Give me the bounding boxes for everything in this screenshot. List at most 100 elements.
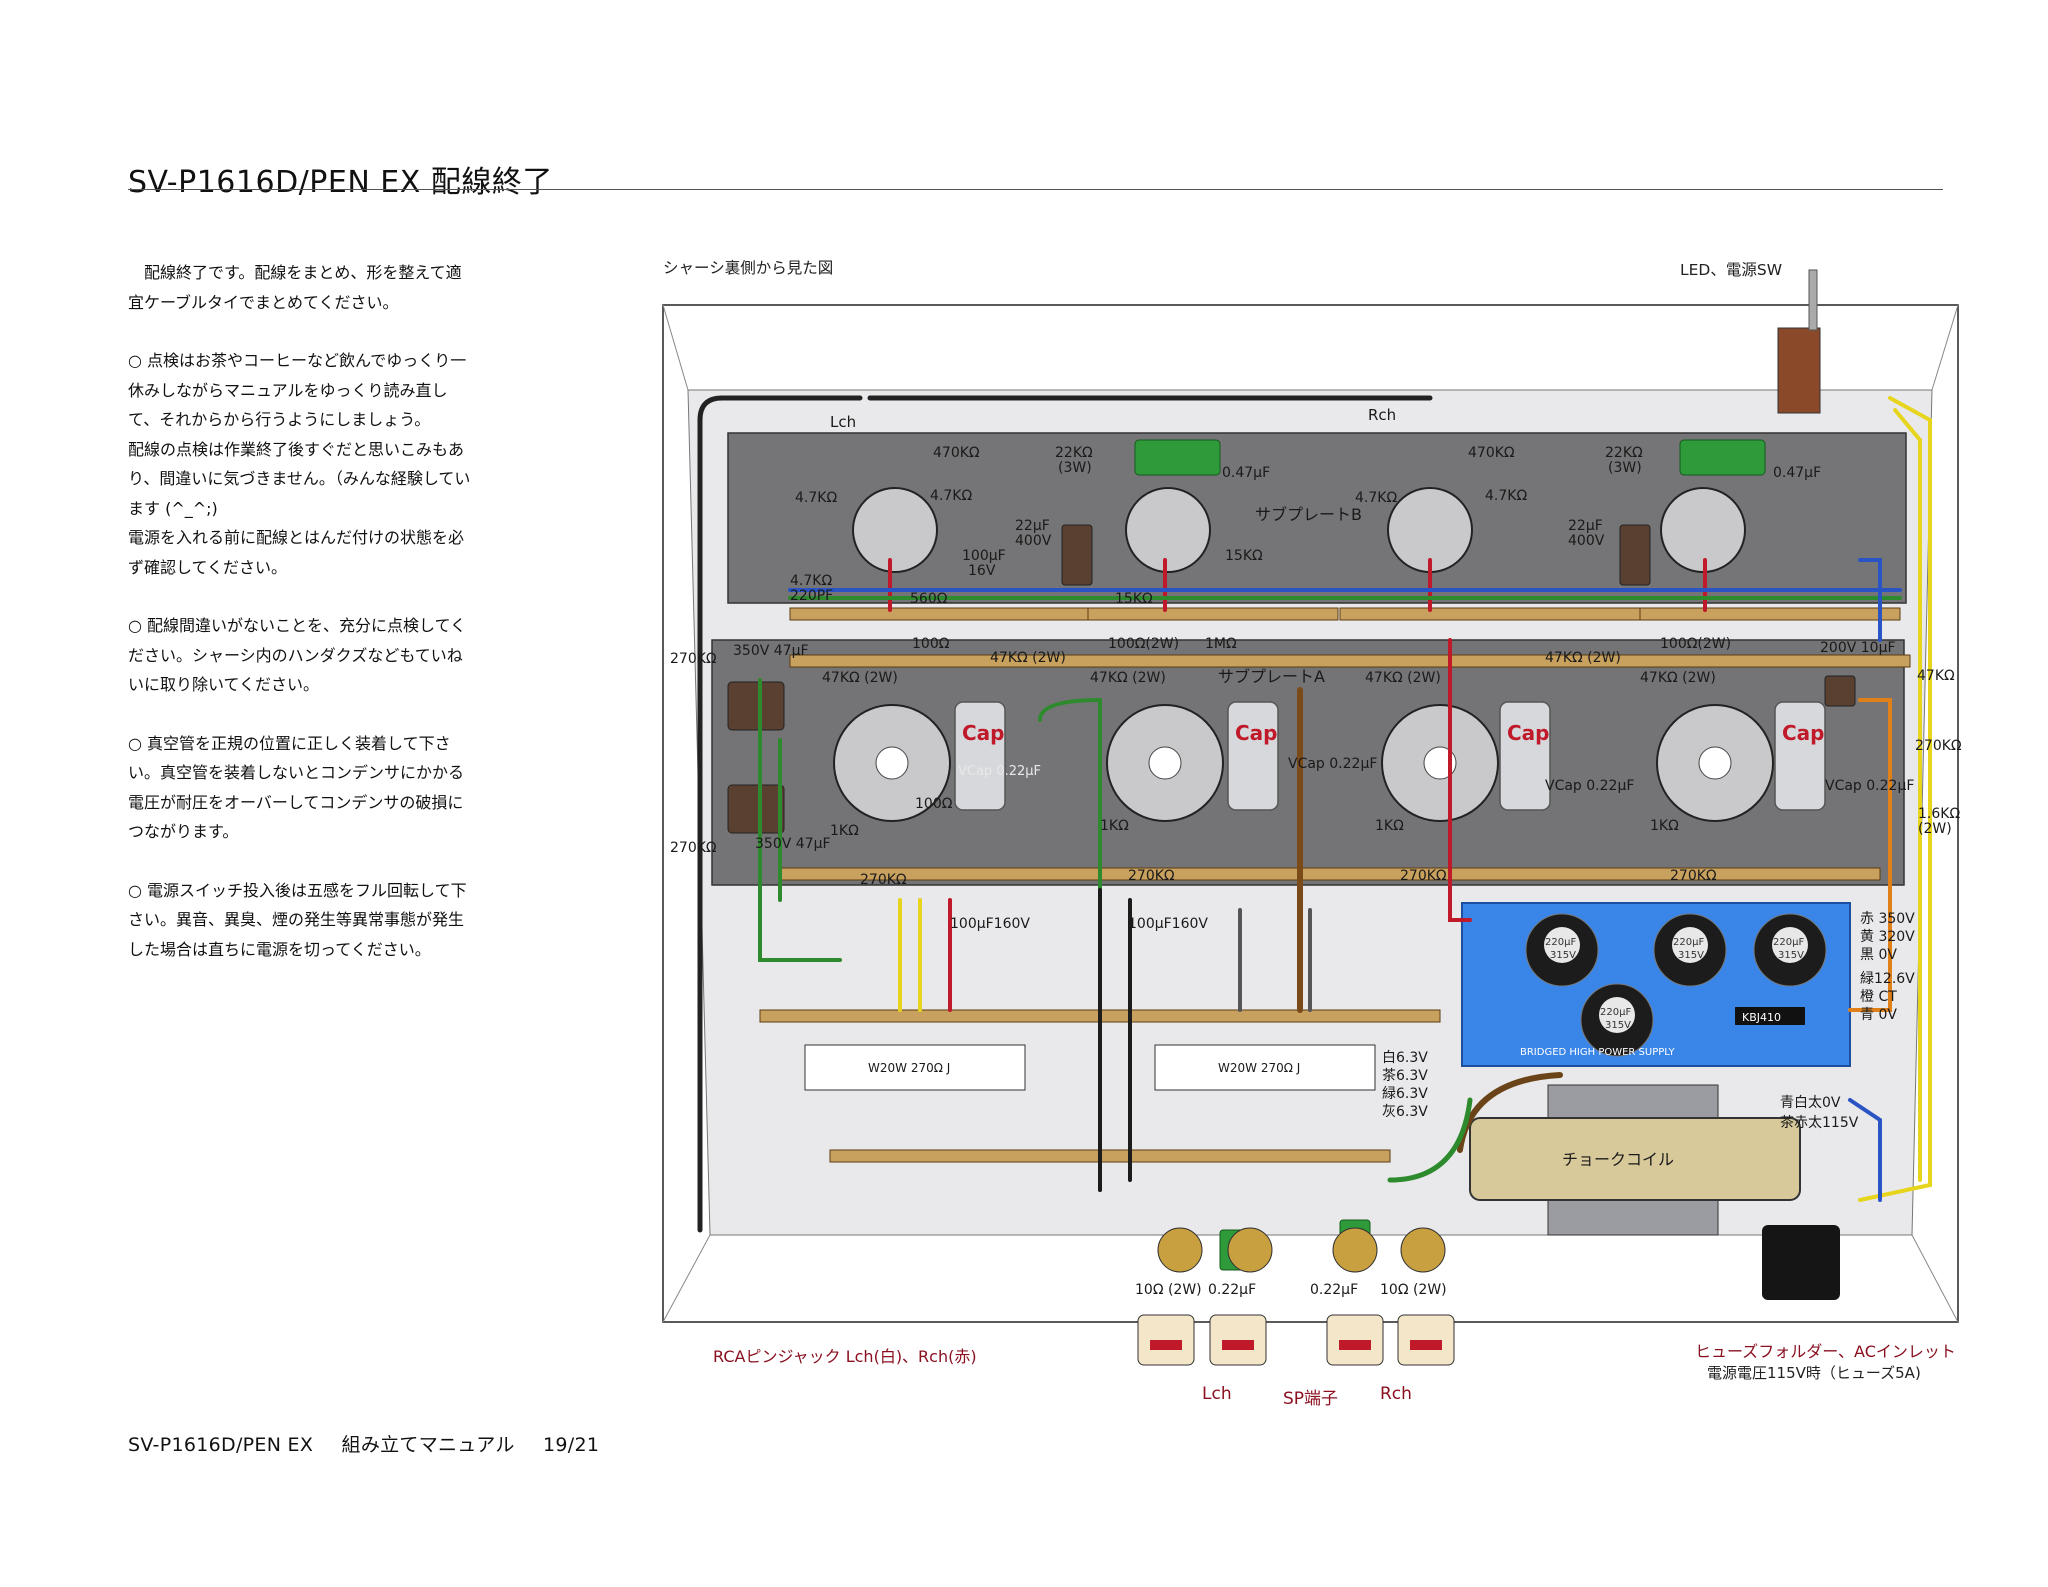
label-400v: 400V	[1568, 533, 1605, 549]
label-vcap-brand: Cap	[962, 721, 1005, 745]
label-vcap: VCap 0.22μF	[1288, 756, 1377, 772]
footer-page-number: 19/21	[543, 1434, 600, 1456]
label-yel-320: 黄 320V	[1860, 928, 1915, 945]
label-47k-2w: 47KΩ (2W)	[1640, 670, 1716, 686]
label-047: 0.47μF	[1222, 465, 1270, 481]
label-47k-2w: 47KΩ (2W)	[1090, 670, 1166, 686]
intro-paragraph: ○ 真空管を正規の位置に正しく装着して下さい。真空管を装着しないとコンデンサにか…	[128, 733, 465, 842]
label-vcap: VCap 0.22μF	[1825, 778, 1914, 794]
label-brown-6v: 茶6.3V	[1382, 1068, 1428, 1084]
label-cap220: 220μF	[1545, 937, 1576, 948]
label-22k: 22KΩ	[1055, 445, 1093, 461]
intro-paragraph: ○ 点検はお茶やコーヒーなど飲んでゆっくり一休みしながらマニュアルをゆっくり読み…	[128, 351, 467, 429]
label-1m: 1MΩ	[1205, 636, 1237, 652]
label-cap220: 220μF	[1673, 937, 1704, 948]
label-v315: 315V	[1550, 950, 1576, 961]
page-footer: SV-P1616D/PEN EX 組み立てマニュアル 19/21	[128, 1430, 621, 1457]
label-3w: (3W)	[1608, 460, 1642, 476]
label-350-47: 350V 47μF	[755, 836, 831, 852]
electrolytic-caps	[727, 524, 1856, 834]
label-white-6v: 白6.3V	[1382, 1050, 1428, 1066]
led-switch-module	[1777, 327, 1821, 414]
label-560: 560Ω	[910, 591, 948, 607]
intro-paragraph: 配線終了です。配線をまとめ、形を整えて適宜ケーブルタイでまとめてください。	[128, 263, 462, 312]
sp-terminal-caption: SP端子	[1283, 1389, 1339, 1409]
label-200-10: 200V 10μF	[1820, 640, 1896, 656]
label-1k: 1KΩ	[830, 823, 859, 839]
label-1k: 1KΩ	[1650, 818, 1679, 834]
label-lch: Lch	[830, 413, 856, 431]
label-v315: 315V	[1778, 950, 1804, 961]
label-22k: 22KΩ	[1605, 445, 1643, 461]
sp-rch-caption: Rch	[1380, 1384, 1412, 1404]
label-r10: 10Ω (2W)	[1380, 1282, 1447, 1298]
label-270k: 270KΩ	[1915, 738, 1962, 754]
label-vcap-brand: Cap	[1782, 721, 1825, 745]
label-w20w: W20W 270Ω J	[868, 1061, 950, 1075]
label-vcap-brand: Cap	[1507, 721, 1550, 745]
intro-paragraph: ○ 配線間違いがないことを、充分に点検してください。シャーシ内のハンダクズなども…	[128, 616, 467, 694]
label-220pf: 220PF	[790, 588, 833, 604]
footer-manual: 組み立てマニュアル	[341, 1434, 515, 1456]
view-caption: シャーシ裏側から見た図	[663, 259, 834, 277]
label-1-6k: 1.6KΩ	[1918, 806, 1960, 822]
label-board: BRIDGED HIGH POWER SUPPLY	[1520, 1047, 1676, 1058]
label-r10: 10Ω (2W)	[1135, 1282, 1202, 1298]
sp-lch-caption: Lch	[1202, 1384, 1232, 1404]
label-47k: 47KΩ	[1917, 668, 1955, 684]
choke-coil-bracket	[1469, 1117, 1801, 1201]
terminal-strips	[759, 607, 1911, 1163]
label-vcap: VCap 0.22μF	[958, 764, 1041, 779]
label-100: 100Ω	[912, 636, 950, 652]
label-2w: (2W)	[1918, 821, 1952, 837]
label-100: 100Ω	[915, 796, 953, 812]
label-org-ct: 橙 CT	[1860, 989, 1897, 1005]
label-100f160: 100μF160V	[950, 916, 1030, 932]
label-15k: 15KΩ	[1115, 591, 1153, 607]
fuse-inlet-caption: ヒューズフォルダー、ACインレット	[1695, 1342, 1956, 1361]
label-4-7k: 4.7KΩ	[930, 488, 972, 504]
label-1k: 1KΩ	[1375, 818, 1404, 834]
intro-paragraph: 電源を入れる前に配線とはんだ付けの状態を必ず確認してください。	[128, 528, 465, 577]
label-270k: 270KΩ	[1670, 868, 1717, 884]
label-c022: 0.22μF	[1310, 1282, 1358, 1298]
label-270k: 270KΩ	[670, 840, 717, 856]
label-4-7k: 4.7KΩ	[1485, 488, 1527, 504]
label-4-7k: 4.7KΩ	[790, 573, 832, 589]
rca-jacks	[1157, 1227, 1446, 1273]
label-prim-115: 茶赤太115V	[1780, 1115, 1859, 1131]
label-prim-0: 青白太0V	[1780, 1095, 1841, 1111]
label-270k: 270KΩ	[670, 651, 717, 667]
label-16v: 16V	[968, 563, 996, 579]
label-047: 0.47μF	[1773, 465, 1821, 481]
title-divider	[128, 189, 1943, 190]
label-vcap: VCap 0.22μF	[1545, 778, 1634, 794]
vcap-capacitors	[954, 701, 1826, 811]
label-470k: 470KΩ	[933, 445, 980, 461]
power-resistors	[804, 1044, 1376, 1091]
label-47k-2w: 47KΩ (2W)	[1545, 650, 1621, 666]
rca-caption: RCAピンジャック Lch(白)、Rch(赤)	[713, 1347, 977, 1366]
label-red-350: 赤 350V	[1860, 911, 1915, 927]
wires	[697, 395, 1932, 1233]
label-100f160: 100μF160V	[1128, 916, 1208, 932]
label-400v: 400V	[1015, 533, 1052, 549]
label-3w: (3W)	[1058, 460, 1092, 476]
fuse-note-caption: 電源電圧115V時（ヒューズ5A)	[1707, 1364, 1921, 1382]
footer-model: SV-P1616D/PEN EX	[128, 1434, 314, 1456]
label-22uf: 22μF	[1015, 518, 1050, 534]
label-c022: 0.22μF	[1208, 1282, 1256, 1298]
intro-text: 配線終了です。配線をまとめ、形を整えて適宜ケーブルタイでまとめてください。 ○ …	[128, 258, 473, 993]
intro-paragraph: ○ 電源スイッチ投入後は五感をフル回転して下さい。異音、異臭、煙の発生等異常事態…	[128, 880, 467, 959]
label-4-7k: 4.7KΩ	[1355, 490, 1397, 506]
label-270k: 270KΩ	[1400, 868, 1447, 884]
label-plate-b: サブプレートB	[1255, 505, 1362, 524]
label-350-47: 350V 47μF	[733, 643, 809, 659]
label-47k-2w: 47KΩ (2W)	[822, 670, 898, 686]
label-270k: 270KΩ	[1128, 868, 1175, 884]
label-w20w: W20W 270Ω J	[1218, 1061, 1300, 1075]
label-22uf: 22μF	[1568, 518, 1603, 534]
ac-inlet	[1762, 1225, 1840, 1300]
label-100-2w: 100Ω(2W)	[1660, 636, 1731, 652]
